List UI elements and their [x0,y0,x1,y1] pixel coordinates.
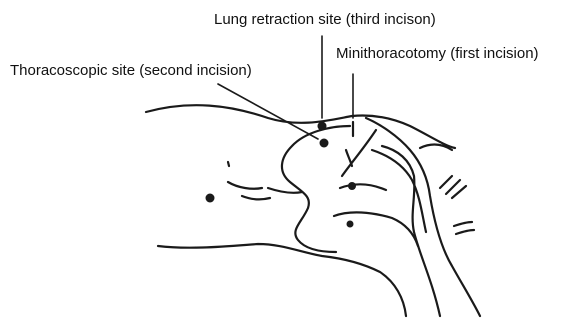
nipple-dot [348,182,356,190]
thoracoscopic-leader [218,84,318,139]
minithoracotomy-label: Minithoracotomy (first incision) [336,45,539,63]
finger-stroke-1 [440,176,452,188]
finger-stroke-5 [456,230,474,234]
back-outline [146,105,455,148]
body-dot [206,194,215,203]
thoracoscopic-label: Thoracoscopic site (second incision) [10,62,252,80]
finger-stroke-4 [454,222,472,226]
finger-stroke-3 [452,186,466,198]
lung-retraction-label: Lung retraction site (third incison) [214,11,436,29]
lower-body-outline [158,244,406,316]
breast-lower-fold [334,212,418,246]
lower-breast-dot [347,221,354,228]
chest-tick [346,150,352,166]
small-mark [228,162,229,166]
lung-retraction-site-dot [318,122,327,131]
back-line-3 [242,196,270,199]
thoracoscopic-site-dot [320,139,329,148]
breast-upper-fold [340,184,386,190]
back-line-1 [228,182,262,189]
